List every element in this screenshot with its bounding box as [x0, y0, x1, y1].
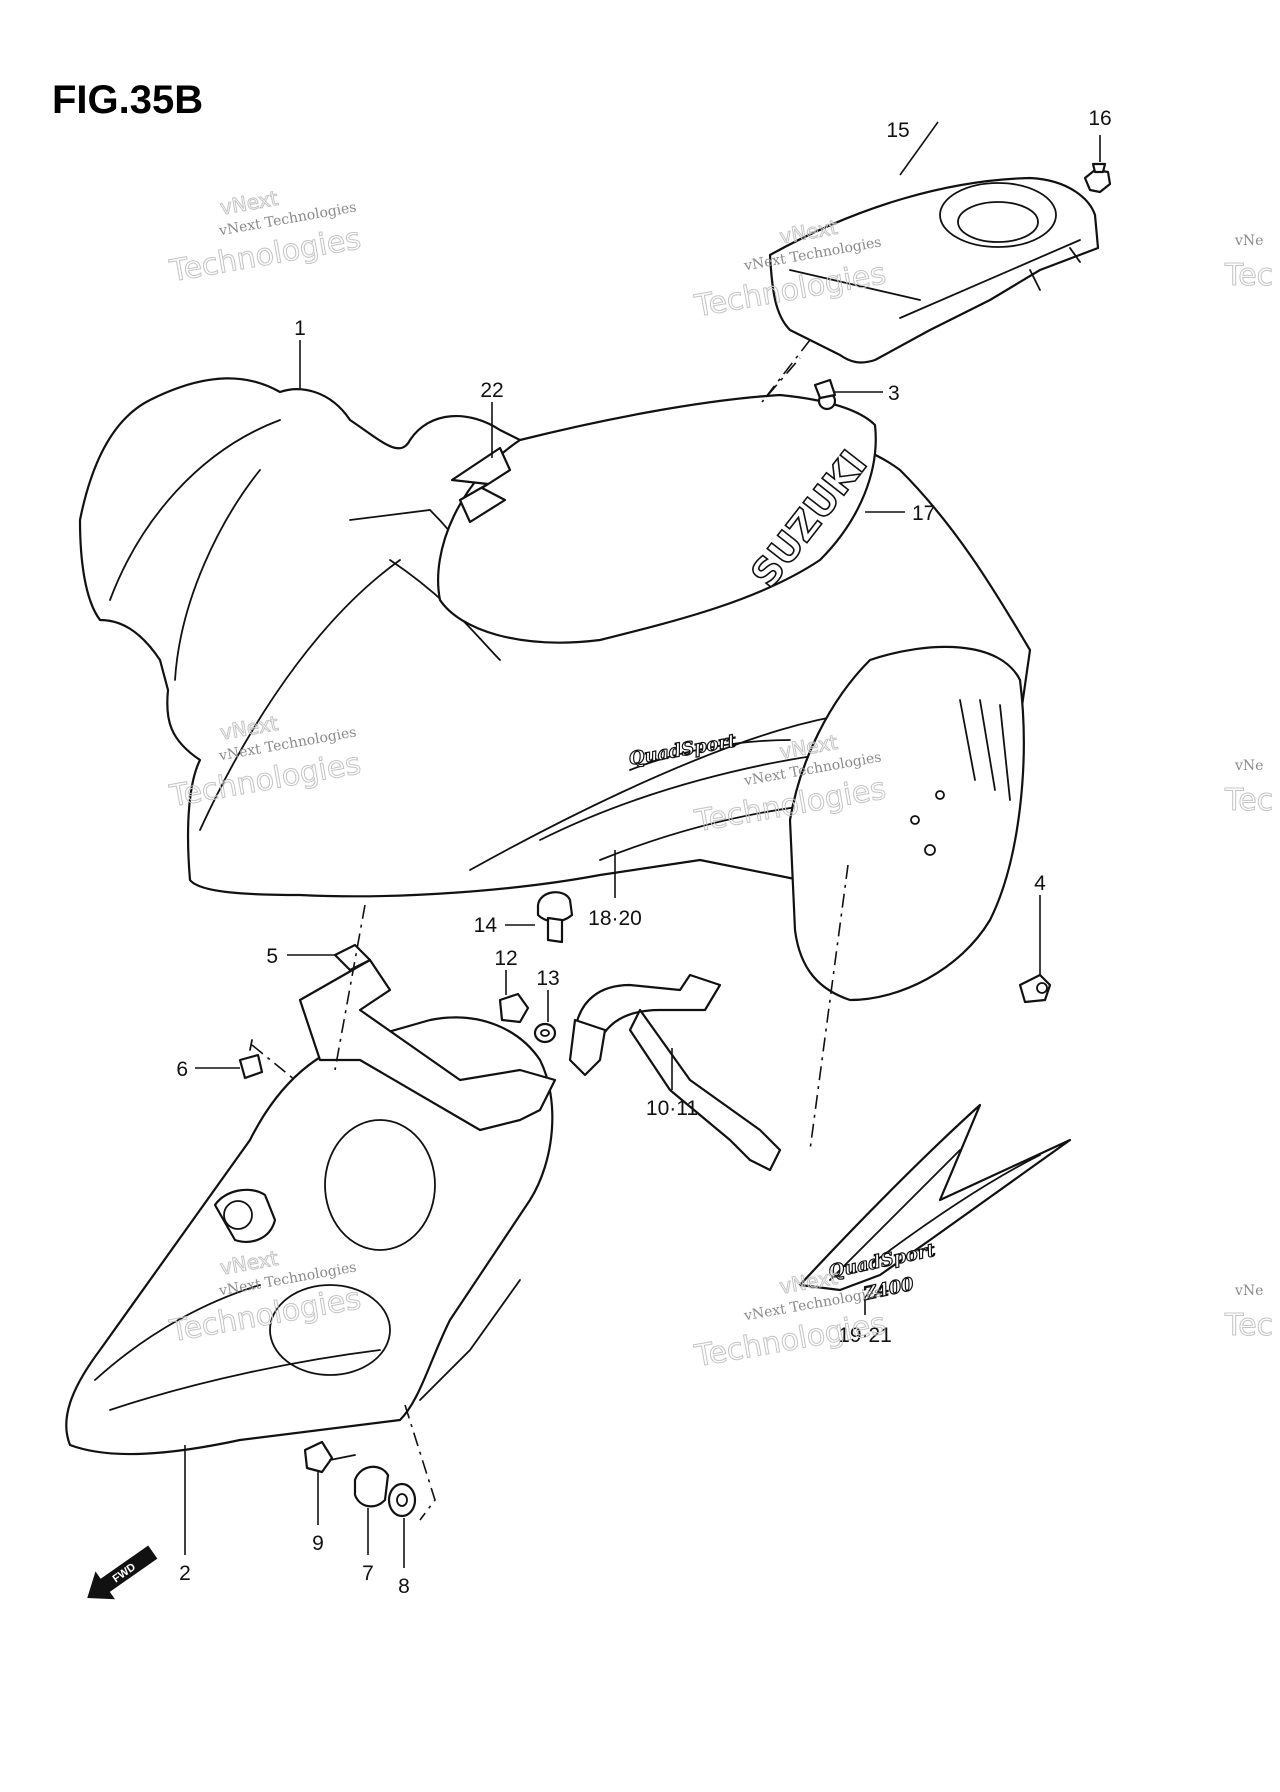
part-19-decal: QuadSport Z400: [798, 1103, 1072, 1306]
callout-12: 12: [494, 947, 517, 970]
callout-14: 14: [474, 914, 498, 937]
part-7-cushion: [353, 1465, 390, 1508]
figure-title: FIG.35B: [52, 78, 203, 122]
callout-1: 1: [294, 317, 306, 340]
watermark-1: vNext vNext Technologies Technologies: [166, 185, 364, 289]
svg-text:Tec: Tec: [1224, 1308, 1273, 1343]
svg-text:Tec: Tec: [1224, 258, 1273, 293]
svg-text:Technologies: Technologies: [692, 1306, 889, 1374]
callout-7: 7: [362, 1562, 374, 1585]
callout-2: 2: [179, 1562, 191, 1585]
part-12-bolt: [498, 992, 530, 1024]
svg-text:vNe: vNe: [1234, 233, 1263, 249]
callout-17: 17: [912, 502, 935, 525]
part-17-side-panel: SUZUKI: [437, 393, 877, 644]
part-10-bracket: [568, 973, 782, 1172]
callout-5: 5: [266, 945, 278, 968]
assembly-lines: [251, 339, 849, 1521]
callout-6: 6: [176, 1058, 188, 1081]
part-16-clip: [1083, 162, 1112, 194]
part-22-s-emblem: [450, 446, 512, 524]
callout-4: 4: [1034, 872, 1046, 895]
callout-22: 22: [480, 379, 503, 402]
svg-text:Tec: Tec: [1224, 783, 1273, 818]
part-4-bolt: [1018, 973, 1052, 1004]
part-9-bolt: [303, 1440, 356, 1474]
callout-10-11: 10·11: [646, 1097, 698, 1120]
watermark-edge-2: vNe Tec: [1224, 758, 1274, 819]
svg-text:Technologies: Technologies: [167, 221, 364, 289]
part-2-rear-fender: [65, 958, 557, 1456]
svg-text:vNe: vNe: [1234, 1283, 1263, 1299]
part-6-screw: [238, 1039, 264, 1080]
callout-8: 8: [398, 1575, 410, 1598]
part-3-bolt: [813, 378, 837, 411]
part-8-collar: [387, 1482, 417, 1518]
callout-19-21: 19·21: [838, 1324, 892, 1347]
fwd-arrow: FWD: [87, 1545, 158, 1600]
callout-18-20: 18·20: [588, 907, 642, 930]
callout-9: 9: [312, 1532, 324, 1555]
watermark-edge-1: vNe Tec: [1224, 233, 1274, 294]
watermark-edge-3: vNe Tec: [1224, 1283, 1274, 1344]
part-5-clip: [333, 943, 372, 972]
callout-15: 15: [886, 119, 909, 142]
callout-13: 13: [536, 967, 559, 990]
callout-3: 3: [888, 382, 900, 405]
callouts: 1 2 3 4 5 6 7 8 9 10·11 12 13 14 15 16 1…: [176, 107, 1111, 1598]
callout-16: 16: [1088, 107, 1111, 130]
part-13-washer: [533, 1022, 557, 1044]
part-14-grommet: [536, 891, 574, 944]
part-15-rear-cover: [768, 176, 1100, 364]
leader-lines: [184, 121, 1101, 1568]
svg-text:vNe: vNe: [1234, 758, 1263, 774]
